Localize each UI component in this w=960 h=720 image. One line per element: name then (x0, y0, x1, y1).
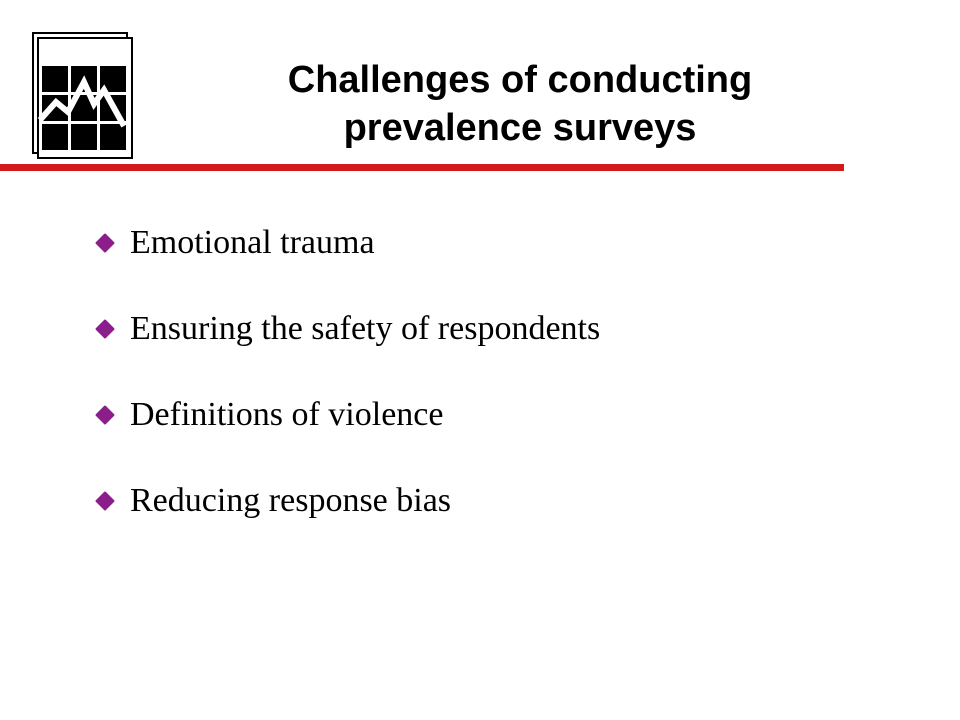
title-line-2: prevalence surveys (343, 107, 697, 149)
diamond-bullet-icon (95, 491, 115, 511)
bullet-item: Emotional trauma (92, 200, 600, 286)
bullet-item: Definitions of violence (92, 372, 600, 458)
bullet-item: Ensuring the safety of respondents (92, 286, 600, 372)
title-line-1: Challenges of conducting (287, 59, 753, 101)
diamond-bullet-icon (95, 405, 115, 425)
slide-title: Challenges of conducting prevalence surv… (180, 56, 860, 152)
bullet-text: Reducing response bias (130, 482, 452, 519)
bullet-item: Reducing response bias (92, 458, 600, 544)
bullet-text: Ensuring the safety of respondents (130, 310, 601, 347)
title-divider (0, 164, 844, 171)
bullet-list: Emotional trauma Ensuring the safety of … (92, 200, 600, 544)
bullet-text: Definitions of violence (130, 396, 444, 433)
diamond-bullet-icon (95, 233, 115, 253)
diamond-bullet-icon (95, 319, 115, 339)
line-chart-grid-icon (32, 32, 133, 159)
bullet-text: Emotional trauma (130, 224, 375, 261)
